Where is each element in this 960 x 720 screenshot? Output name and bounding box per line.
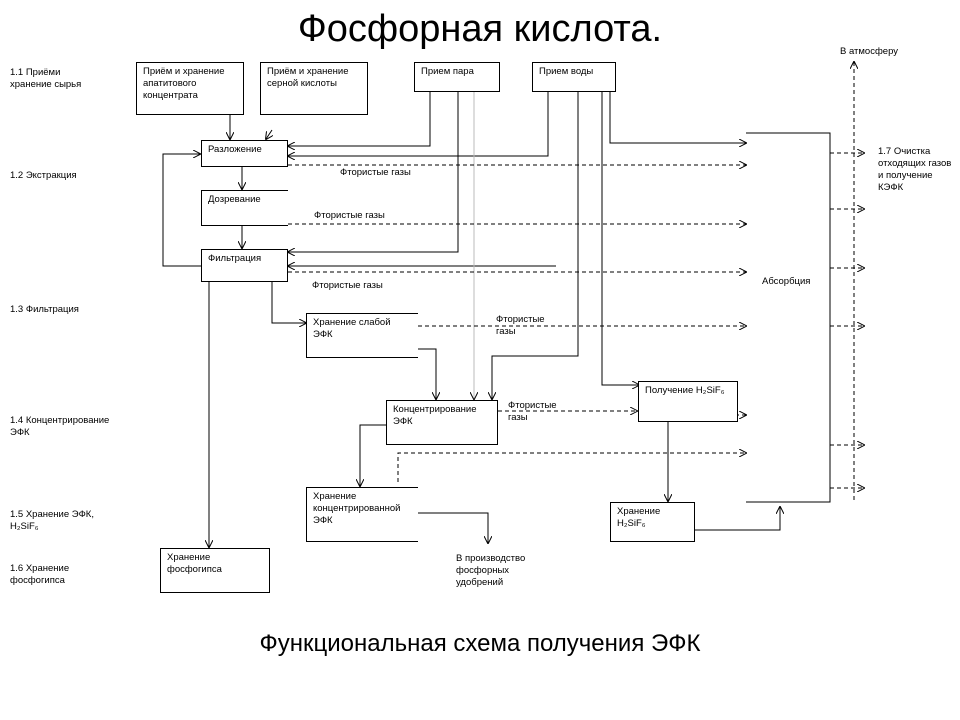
label-gases-4: Фтористые газы [496, 314, 545, 337]
box-concentration: Концентрирование ЭФК [386, 400, 498, 445]
box-conc-storage: Хранение концентрированной ЭФК [306, 487, 418, 542]
label-fertilizers: В производство фосфорных удобрений [456, 553, 526, 588]
gas-line-7 [397, 453, 746, 482]
label-gases-3: Фтористые газы [312, 280, 383, 291]
label-cleaning: 1.7 Очистка отходящих газов и получение … [878, 146, 952, 193]
box-absorption: Абсорбция [762, 276, 811, 287]
arrow-water-concentration [492, 92, 579, 399]
box-weak-storage: Хранение слабой ЭФК [306, 313, 418, 358]
arrow-h2sif6-absorption [695, 507, 780, 531]
box-maturation: Дозревание [201, 190, 288, 226]
box-decomposition: Разложение [201, 140, 288, 167]
label-gases-2: Фтористые газы [314, 210, 385, 221]
recycle-line [162, 154, 203, 267]
page-title: Фосфорная кислота. [297, 8, 663, 50]
arrow-water-decomposition [288, 92, 549, 156]
arrow-water-absorption [609, 92, 746, 143]
arrow-water-h2sif6 [601, 92, 639, 385]
stage-1-1: 1.1 Приёми хранение сырья [10, 67, 82, 90]
arrow-sulfuric-decomposition [266, 129, 272, 139]
label-to-atmosphere: В атмосферу [840, 46, 898, 57]
box-phosphogypsum: Хранение фосфогипса [160, 548, 270, 593]
stage-1-5: 1.5 Хранение ЭФК, H₂SiF₆ [10, 509, 94, 532]
box-steam: Прием пара [414, 62, 500, 92]
absorption-outline [746, 132, 831, 503]
box-h2sif6-production: Получение H₂SiF₆ [638, 381, 738, 422]
box-filtration: Фильтрация [201, 249, 288, 282]
stage-1-4: 1.4 Концентрирование ЭФК [10, 415, 110, 438]
label-gases-1: Фтористые газы [340, 167, 411, 178]
arrow-filtration-weak [271, 282, 306, 323]
stage-1-6: 1.6 Хранение фосфогипса [10, 563, 70, 586]
arrow-steam-decomposition [288, 92, 431, 146]
box-h2sif6-storage: Хранение H₂SiF₆ [610, 502, 695, 542]
box-sulfuric: Приём и хранение серной кислоты [260, 62, 368, 115]
arrow-storage-fertilizers [418, 512, 488, 543]
arrow-steam-filtration [288, 92, 459, 252]
box-apatite: Приём и хранение апатитового концентрата [136, 62, 244, 115]
figure-caption: Функциональная схема получения ЭФК [259, 630, 701, 657]
arrow-concentration-storage [360, 424, 386, 486]
stage-1-3: 1.3 Фильтрация [10, 304, 79, 315]
label-gases-5: Фтористые газы [508, 400, 557, 423]
stage-1-2: 1.2 Экстракция [10, 170, 77, 181]
arrow-weak-concentration [418, 348, 436, 399]
box-water: Прием воды [532, 62, 616, 92]
